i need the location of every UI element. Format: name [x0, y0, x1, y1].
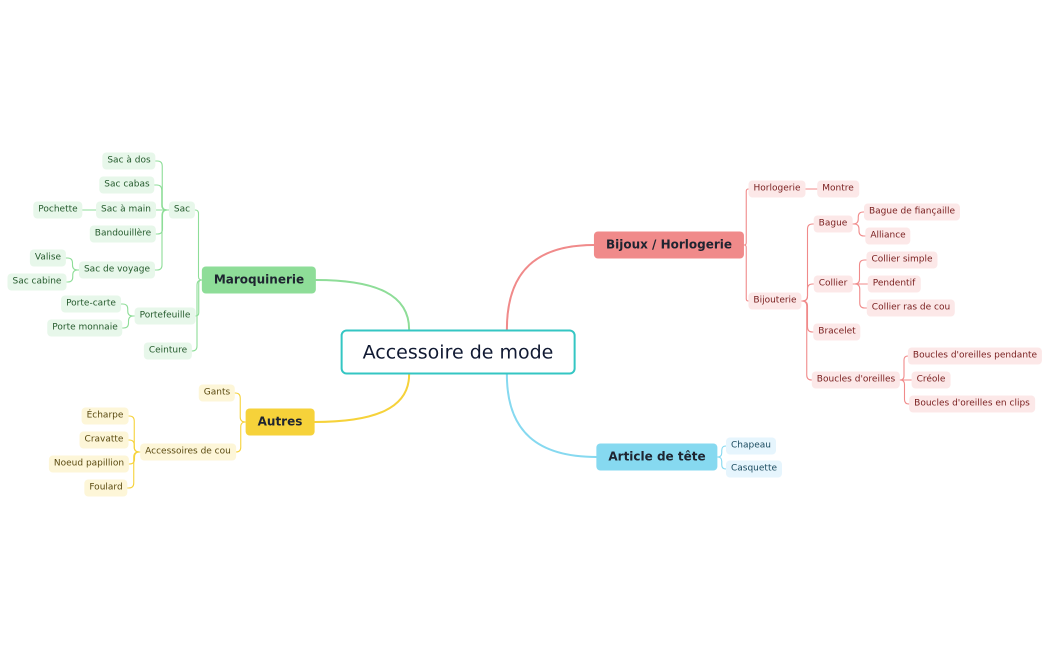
connector-collier [800, 283, 815, 302]
node-collier-ras-de-cou[interactable]: Collier ras de cou [866, 299, 956, 317]
node-bague[interactable]: Bague [813, 215, 853, 233]
node-gants[interactable]: Gants [198, 384, 236, 402]
connector-branch-bijoux-horlogerie [505, 244, 595, 331]
node-bandouillere[interactable]: Bandouillère [89, 225, 157, 243]
node-boucles-d-oreilles-en-clips[interactable]: Boucles d'oreilles en clips [909, 395, 1035, 413]
node-pochette[interactable]: Pochette [33, 201, 83, 219]
connector-boucles-d-oreilles-en-clips [899, 379, 910, 405]
connector-porte-carte [120, 303, 136, 317]
node-alliance[interactable]: Alliance [865, 227, 911, 245]
branch-maroquinerie[interactable]: Maroquinerie [201, 266, 317, 294]
node-chapeau[interactable]: Chapeau [726, 437, 776, 455]
connector-bracelet [800, 300, 815, 333]
connector-accessoires-de-cou [235, 421, 247, 453]
connector-alliance [851, 223, 867, 237]
node-accessoires-de-cou[interactable]: Accessoires de cou [140, 443, 236, 461]
connector-branch-article-de-tete [505, 373, 598, 458]
node-boucles-d-oreilles-pendante[interactable]: Boucles d'oreilles pendante [907, 347, 1043, 365]
connector-bague-de-fiancaille [851, 211, 865, 225]
node-porte-monnaie[interactable]: Porte monnaie [47, 319, 123, 337]
connector-porte-monnaie [121, 315, 136, 329]
node-sac-cabas[interactable]: Sac cabas [99, 176, 155, 194]
connector-sac-cabas [153, 184, 170, 211]
node-portefeuille[interactable]: Portefeuille [134, 307, 196, 325]
node-foulard[interactable]: Foulard [84, 479, 128, 497]
node-sac-cabine[interactable]: Sac cabine [7, 273, 67, 291]
connector-gants [234, 392, 247, 423]
connector-boucles-d-oreilles [800, 300, 813, 381]
connector-collier-simple [851, 259, 868, 285]
node-collier[interactable]: Collier [813, 275, 853, 293]
branch-autres[interactable]: Autres [245, 408, 315, 436]
node-pendentif[interactable]: Pendentif [867, 275, 921, 293]
node-valise[interactable]: Valise [29, 249, 67, 267]
connector-collier-ras-de-cou [851, 283, 868, 309]
node-montre[interactable]: Montre [817, 180, 859, 198]
node-collier-simple[interactable]: Collier simple [866, 251, 938, 269]
node-porte-carte[interactable]: Porte-carte [61, 295, 121, 313]
node-sac-de-voyage[interactable]: Sac de voyage [78, 261, 156, 279]
node-echarpe[interactable]: Écharpe [81, 407, 129, 425]
connector-casquette [716, 456, 727, 470]
connector-chapeau [716, 445, 727, 458]
node-horlogerie[interactable]: Horlogerie [748, 180, 806, 198]
connector-boucles-d-oreilles-pendante [899, 355, 909, 381]
connector-branch-maroquinerie [315, 279, 411, 331]
connector-bijouterie [743, 244, 750, 302]
node-casquette[interactable]: Casquette [725, 460, 783, 478]
node-bracelet[interactable]: Bracelet [813, 323, 861, 341]
connector-branch-autres [313, 373, 411, 423]
node-cravatte[interactable]: Cravatte [79, 431, 129, 449]
node-sac[interactable]: Sac [168, 201, 196, 219]
connector-valise [65, 257, 80, 271]
node-bague-de-fiancaille[interactable]: Bague de fiançaille [863, 203, 961, 221]
node-creole[interactable]: Créole [911, 371, 951, 389]
connector-foulard [126, 451, 141, 489]
node-noeud-papillion[interactable]: Noeud papillion [48, 455, 130, 473]
connector-horlogerie [743, 188, 750, 246]
connector-sac-de-voyage [154, 209, 170, 271]
node-ceinture[interactable]: Ceinture [143, 342, 193, 360]
node-boucles-d-oreilles[interactable]: Boucles d'oreilles [811, 371, 901, 389]
root-node[interactable]: Accessoire de mode [340, 329, 576, 375]
branch-article-de-tete[interactable]: Article de tête [596, 443, 718, 471]
node-sac-a-main[interactable]: Sac à main [96, 201, 156, 219]
node-bijouterie[interactable]: Bijouterie [748, 292, 802, 310]
connector-sac-cabine [65, 269, 80, 283]
connector-ceinture [191, 279, 203, 352]
branch-bijoux-horlogerie[interactable]: Bijoux / Horlogerie [593, 231, 745, 259]
node-sac-a-dos[interactable]: Sac à dos [102, 152, 156, 170]
